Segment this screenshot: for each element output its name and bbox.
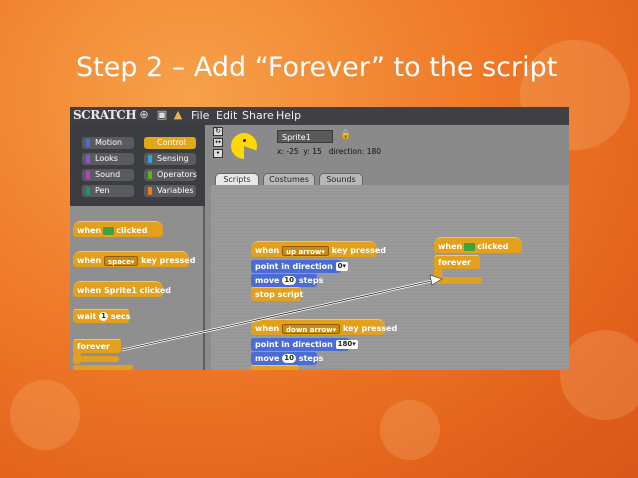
bokeh-circle xyxy=(10,380,80,450)
share-icon[interactable]: ▲ xyxy=(173,108,183,121)
next-block-partial xyxy=(73,365,133,370)
wait-secs-block[interactable]: wait 1 secs xyxy=(73,309,131,323)
menu-edit[interactable]: Edit xyxy=(216,109,238,122)
scratch-screenshot: SCRATCH ⊕ ▣ ▲ File Edit Share Help Motio… xyxy=(70,107,569,370)
partial-block xyxy=(251,365,299,370)
sprite-position: x: -25 y: 15 direction: 180 xyxy=(277,147,382,156)
tab-scripts[interactable]: Scripts xyxy=(215,173,259,185)
menu-share[interactable]: Share xyxy=(242,109,274,122)
category-pen[interactable]: Pen xyxy=(82,185,134,197)
category-sound[interactable]: Sound xyxy=(82,169,134,181)
stop-script-block[interactable]: stop script xyxy=(251,287,303,301)
point-in-direction-block[interactable]: point in direction 0▾ xyxy=(251,259,349,273)
category-sensing[interactable]: Sensing xyxy=(144,153,196,165)
category-control[interactable]: Control xyxy=(144,137,196,149)
sprite-thumbnail xyxy=(229,129,261,161)
sprite-name-field[interactable]: Sprite1 xyxy=(277,130,333,143)
key-dropdown[interactable]: up arrow▾ xyxy=(282,245,329,256)
when-key-pressed-block[interactable]: when space▾ key pressed xyxy=(73,251,195,267)
move-steps-block[interactable]: move 10 steps xyxy=(251,351,323,365)
point-in-direction-block[interactable]: point in direction 180▾ xyxy=(251,337,358,351)
forever-block-bottom xyxy=(73,356,119,362)
rotation-none-button[interactable]: • xyxy=(213,149,223,158)
forever-script-body xyxy=(434,268,442,282)
when-sprite-clicked-block[interactable]: when Sprite1 clicked xyxy=(73,281,171,297)
rotation-flip-button[interactable]: ↔ xyxy=(213,138,223,147)
scripts-area: when up arrow▾ key pressed point in dire… xyxy=(211,185,569,370)
category-palette: Motion Control Looks Sensing Sound Opera… xyxy=(70,125,205,206)
forever-script-block[interactable]: forever xyxy=(434,255,480,269)
category-motion[interactable]: Motion xyxy=(82,137,134,149)
category-operators[interactable]: Operators xyxy=(144,169,197,181)
when-up-arrow-key-pressed-block[interactable]: when up arrow▾ key pressed xyxy=(251,241,386,257)
key-dropdown[interactable]: down arrow▾ xyxy=(282,323,341,334)
menu-file[interactable]: File xyxy=(191,109,210,122)
when-down-arrow-key-pressed-block[interactable]: when down arrow▾ key pressed xyxy=(251,319,397,335)
rotation-full-button[interactable]: ↻ xyxy=(213,127,223,136)
forever-block[interactable]: forever xyxy=(73,339,121,353)
lock-icon[interactable]: 🔒 xyxy=(340,130,352,140)
green-flag-icon xyxy=(464,242,476,251)
green-flag-icon xyxy=(103,226,115,235)
tab-sounds[interactable]: Sounds xyxy=(319,173,363,185)
scratch-logo: SCRATCH xyxy=(73,108,137,122)
forever-script-bottom xyxy=(434,277,482,284)
tab-costumes[interactable]: Costumes xyxy=(263,173,315,185)
save-icon[interactable]: ▣ xyxy=(156,108,168,121)
menu-bar: SCRATCH ⊕ ▣ ▲ File Edit Share Help xyxy=(70,107,569,125)
bokeh-circle xyxy=(380,400,440,460)
category-variables[interactable]: Variables xyxy=(144,185,196,197)
drag-arrow-annotation xyxy=(121,274,443,352)
slide-title: Step 2 – Add “Forever” to the script xyxy=(76,52,558,83)
pacman-sprite-icon xyxy=(231,133,257,159)
category-looks[interactable]: Looks xyxy=(82,153,134,165)
key-dropdown[interactable]: space▾ xyxy=(104,255,139,266)
globe-icon[interactable]: ⊕ xyxy=(139,108,149,121)
bokeh-circle xyxy=(560,330,638,420)
menu-help[interactable]: Help xyxy=(276,109,302,122)
move-steps-block[interactable]: move 10 steps xyxy=(251,273,323,287)
sprite-info-panel: ↻ ↔ • Sprite1 🔒 x: -25 y: 15 direction: … xyxy=(207,125,569,185)
